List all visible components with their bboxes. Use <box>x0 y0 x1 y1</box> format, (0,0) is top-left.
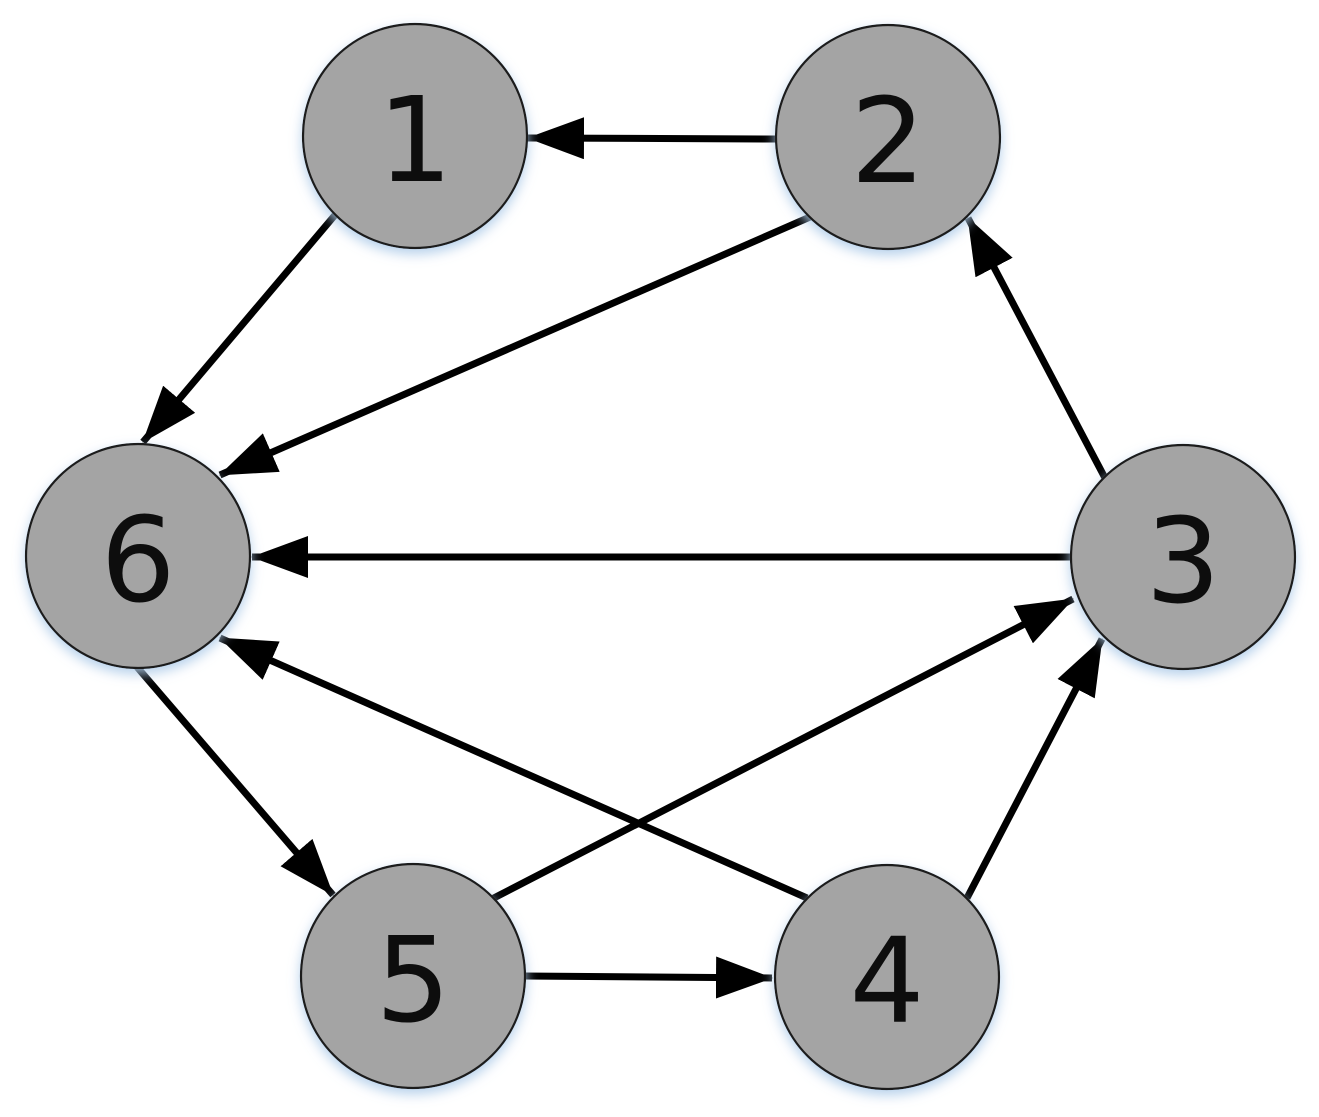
edge-2-to-6 <box>218 213 812 479</box>
node-circle-6[interactable] <box>24 442 252 670</box>
node-label-4: 4 <box>849 912 924 1050</box>
graph-node-3[interactable]: 3 <box>1069 443 1297 671</box>
graph-node-2[interactable]: 2 <box>774 23 1002 251</box>
graph-node-6[interactable]: 6 <box>24 442 252 670</box>
node-circle-5[interactable] <box>299 862 527 1090</box>
node-circle-4[interactable] <box>773 863 1001 1091</box>
edges-layer <box>134 117 1109 999</box>
graph-node-5[interactable]: 5 <box>299 862 527 1090</box>
edge-4-to-3 <box>963 637 1106 900</box>
edge-5-to-4 <box>523 956 773 999</box>
node-circle-1[interactable] <box>301 22 529 250</box>
node-label-6: 6 <box>100 491 175 629</box>
edge-5-to-3 <box>488 595 1075 904</box>
edge-1-to-6 <box>140 212 338 445</box>
edge-2-to-1 <box>527 117 778 160</box>
edge-6-to-5 <box>134 664 336 898</box>
graph-node-4[interactable]: 4 <box>773 863 1001 1091</box>
node-label-2: 2 <box>850 72 925 210</box>
edge-4-to-6 <box>218 634 809 902</box>
node-label-3: 3 <box>1145 492 1220 630</box>
node-circle-2[interactable] <box>774 23 1002 251</box>
edge-3-to-2 <box>964 216 1109 480</box>
node-label-5: 5 <box>375 911 450 1049</box>
nodes-layer: 1 2 3 4 5 6 <box>24 22 1297 1091</box>
node-circle-3[interactable] <box>1069 443 1297 671</box>
node-label-1: 1 <box>377 71 452 209</box>
graph-node-1[interactable]: 1 <box>301 22 529 250</box>
